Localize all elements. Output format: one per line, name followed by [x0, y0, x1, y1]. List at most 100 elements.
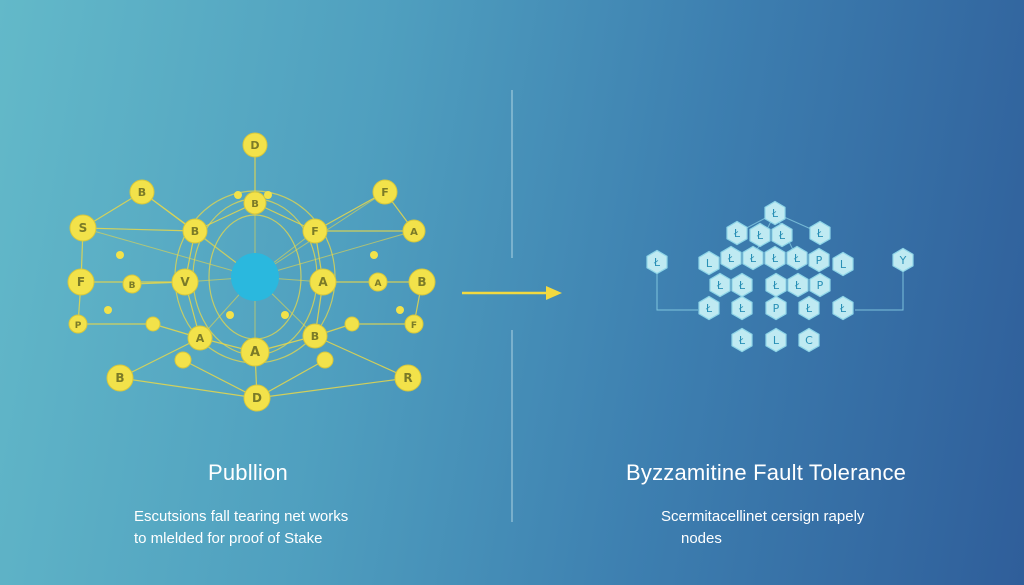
network-node: D: [242, 132, 268, 158]
network-node: A: [368, 272, 388, 292]
network-node: [344, 316, 360, 332]
hex-node-glyph: Ł: [771, 207, 779, 220]
hex-node: P: [765, 295, 787, 321]
network-edge: [314, 335, 409, 379]
network-node-glyph: B: [251, 199, 259, 210]
hex-node-glyph: Ł: [839, 302, 847, 315]
hex-node-glyph: C: [805, 334, 813, 347]
hex-node-glyph: P: [816, 254, 823, 267]
network-node: [316, 351, 334, 369]
hex-node: Ł: [698, 295, 720, 321]
hex-node-glyph: L: [706, 257, 713, 270]
hex-node-glyph: Ł: [738, 279, 746, 292]
hex-node-glyph: Ł: [756, 229, 764, 242]
network-dot: [264, 191, 272, 199]
network-node: B: [122, 274, 142, 294]
right-caption-line-2: nodes: [681, 530, 722, 547]
network-node: B: [129, 179, 155, 205]
network-node: A: [187, 325, 213, 351]
hex-node-glyph: P: [817, 279, 824, 292]
network-dot: [281, 311, 289, 319]
network-node-glyph: R: [403, 371, 412, 385]
network-edge: [119, 337, 201, 379]
network-node: A: [309, 268, 337, 296]
hex-node: Ł: [709, 272, 731, 298]
network-dot: [116, 251, 124, 259]
hex-node: Ł: [786, 245, 808, 271]
network-spoke: [82, 227, 256, 278]
hex-node: Ł: [771, 222, 793, 248]
network-node: V: [171, 268, 199, 296]
network-node: F: [67, 268, 95, 296]
hex-node-glyph: Ł: [733, 227, 741, 240]
hex-node: P: [809, 272, 831, 298]
hex-node-glyph: Ł: [805, 302, 813, 315]
hex-connector: [656, 274, 698, 311]
hex-node: Ł: [765, 272, 787, 298]
hex-node-glyph: Ł: [794, 279, 802, 292]
network-edge: [119, 377, 258, 399]
network-node: [174, 351, 192, 369]
right-caption-line-1: Scermitacellinet cersign rapely: [661, 508, 865, 525]
hex-node: Ł: [726, 220, 748, 246]
hex-node-glyph: Ł: [716, 279, 724, 292]
network-node-glyph: A: [196, 332, 205, 345]
network-node-glyph: B: [191, 225, 199, 238]
hex-node: C: [798, 327, 820, 353]
hex-node-glyph: Ł: [738, 302, 746, 315]
hex-node: Ł: [646, 249, 668, 275]
network-node-glyph: B: [115, 371, 124, 385]
network-node-glyph: B: [138, 186, 146, 199]
network-dot: [234, 191, 242, 199]
network-node: B: [182, 218, 208, 244]
network-node: [145, 316, 161, 332]
network-dot: [104, 306, 112, 314]
hex-node: Ł: [742, 245, 764, 271]
network-node-glyph: B: [129, 281, 136, 291]
hex-node: Ł: [798, 295, 820, 321]
hex-node-glyph: Ł: [738, 334, 746, 347]
hex-node: Ł: [731, 272, 753, 298]
network-node-glyph: F: [77, 275, 85, 289]
hex-node-glyph: Ł: [705, 302, 713, 315]
network-node-glyph: D: [250, 139, 259, 152]
network-node: B: [408, 268, 436, 296]
network-node: F: [404, 314, 424, 334]
network-dot: [370, 251, 378, 259]
hex-node: L: [698, 250, 720, 276]
hex-node-glyph: L: [840, 258, 847, 271]
hex-node: Ł: [787, 272, 809, 298]
network-node: B: [302, 323, 328, 349]
network-node: B: [106, 364, 134, 392]
network-node: S: [69, 214, 97, 242]
hex-node-glyph: Ł: [727, 252, 735, 265]
hex-node-glyph: Ł: [772, 279, 780, 292]
hex-node-glyph: Ł: [793, 252, 801, 265]
hex-node: P: [808, 247, 830, 273]
network-node: A: [240, 337, 270, 367]
network-node: B: [243, 191, 267, 215]
hex-node: L: [832, 251, 854, 277]
hex-node: Ł: [749, 222, 771, 248]
left-caption-line-2: to mlelded for proof of Stake: [134, 530, 323, 547]
network-node-glyph: A: [375, 279, 382, 289]
network-node: R: [394, 364, 422, 392]
network-node: F: [302, 218, 328, 244]
left-panel-title: Publlion: [208, 460, 288, 485]
network-node-glyph: A: [410, 227, 418, 238]
right-panel-title: Byzzamitine Fault Tolerance: [626, 460, 907, 485]
hex-node-glyph: L: [773, 334, 780, 347]
right-panel-caption: Scermitacellinet cersign rapely nodes: [661, 506, 864, 550]
network-node-glyph: F: [411, 321, 417, 331]
network-node-glyph: A: [318, 275, 328, 289]
network-node-glyph: B: [311, 330, 319, 343]
network-edge: [314, 191, 386, 232]
hex-node-glyph: Ł: [778, 229, 786, 242]
network-node-glyph: P: [75, 321, 82, 331]
network-node: F: [372, 179, 398, 205]
network-node-glyph: B: [417, 275, 426, 289]
